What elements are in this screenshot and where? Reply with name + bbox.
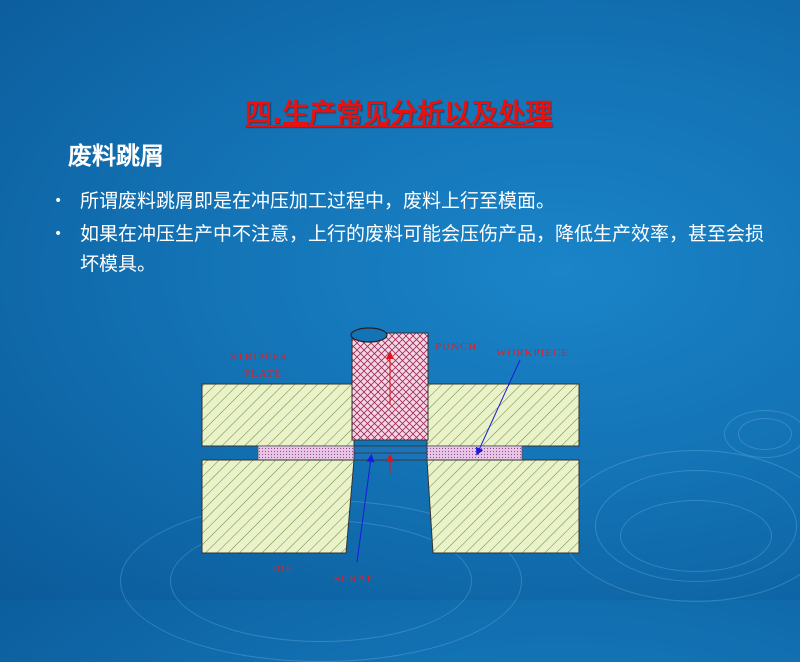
scrap-label: SCRAP <box>334 573 374 585</box>
bullet-list: • 所谓废料跳屑即是在冲压加工过程中，废料上行至模面。 • 如果在冲压生产中不注… <box>54 186 774 282</box>
bullet-marker: • <box>54 226 63 242</box>
bullet-marker: • <box>54 193 63 209</box>
stripper-plate-right <box>426 383 580 447</box>
stripper-plate-label-2: PLATE <box>244 368 282 380</box>
die-left <box>201 459 355 554</box>
bullet-item: • 所谓废料跳屑即是在冲压加工过程中，废料上行至模面。 <box>54 186 774 216</box>
scrap-leader-arrow <box>356 454 375 563</box>
die-label: DIE <box>272 563 293 575</box>
bullet-text: 所谓废料跳屑即是在冲压加工过程中，废料上行至模面。 <box>80 190 556 212</box>
stripper-plate-label: STRIPPER <box>230 351 288 363</box>
bullet-item: • 如果在冲压生产中不注意，上行的废料可能会压伤产品，降低生产效率，甚至会损坏模… <box>54 219 774 279</box>
punch-top <box>350 327 388 343</box>
punch-label: PUNCH <box>435 341 477 353</box>
slide-subtitle: 废料跳屑 <box>68 142 164 170</box>
stripper-plate-left <box>201 383 355 447</box>
slide-title: 四.生产常见分析以及处理 <box>245 99 553 130</box>
workpiece-leader-arrow <box>476 359 521 456</box>
die-right <box>426 459 580 554</box>
punching-die-diagram: STRIPPER PLATE PUNCH WORKPIECE DIE SCRAP <box>201 327 580 585</box>
workpiece-label: WORKPIECE <box>496 347 569 359</box>
bullet-text: 如果在冲压生产中不注意，上行的废料可能会压伤产品，降低生产效率，甚至会损坏模具。 <box>80 223 765 275</box>
